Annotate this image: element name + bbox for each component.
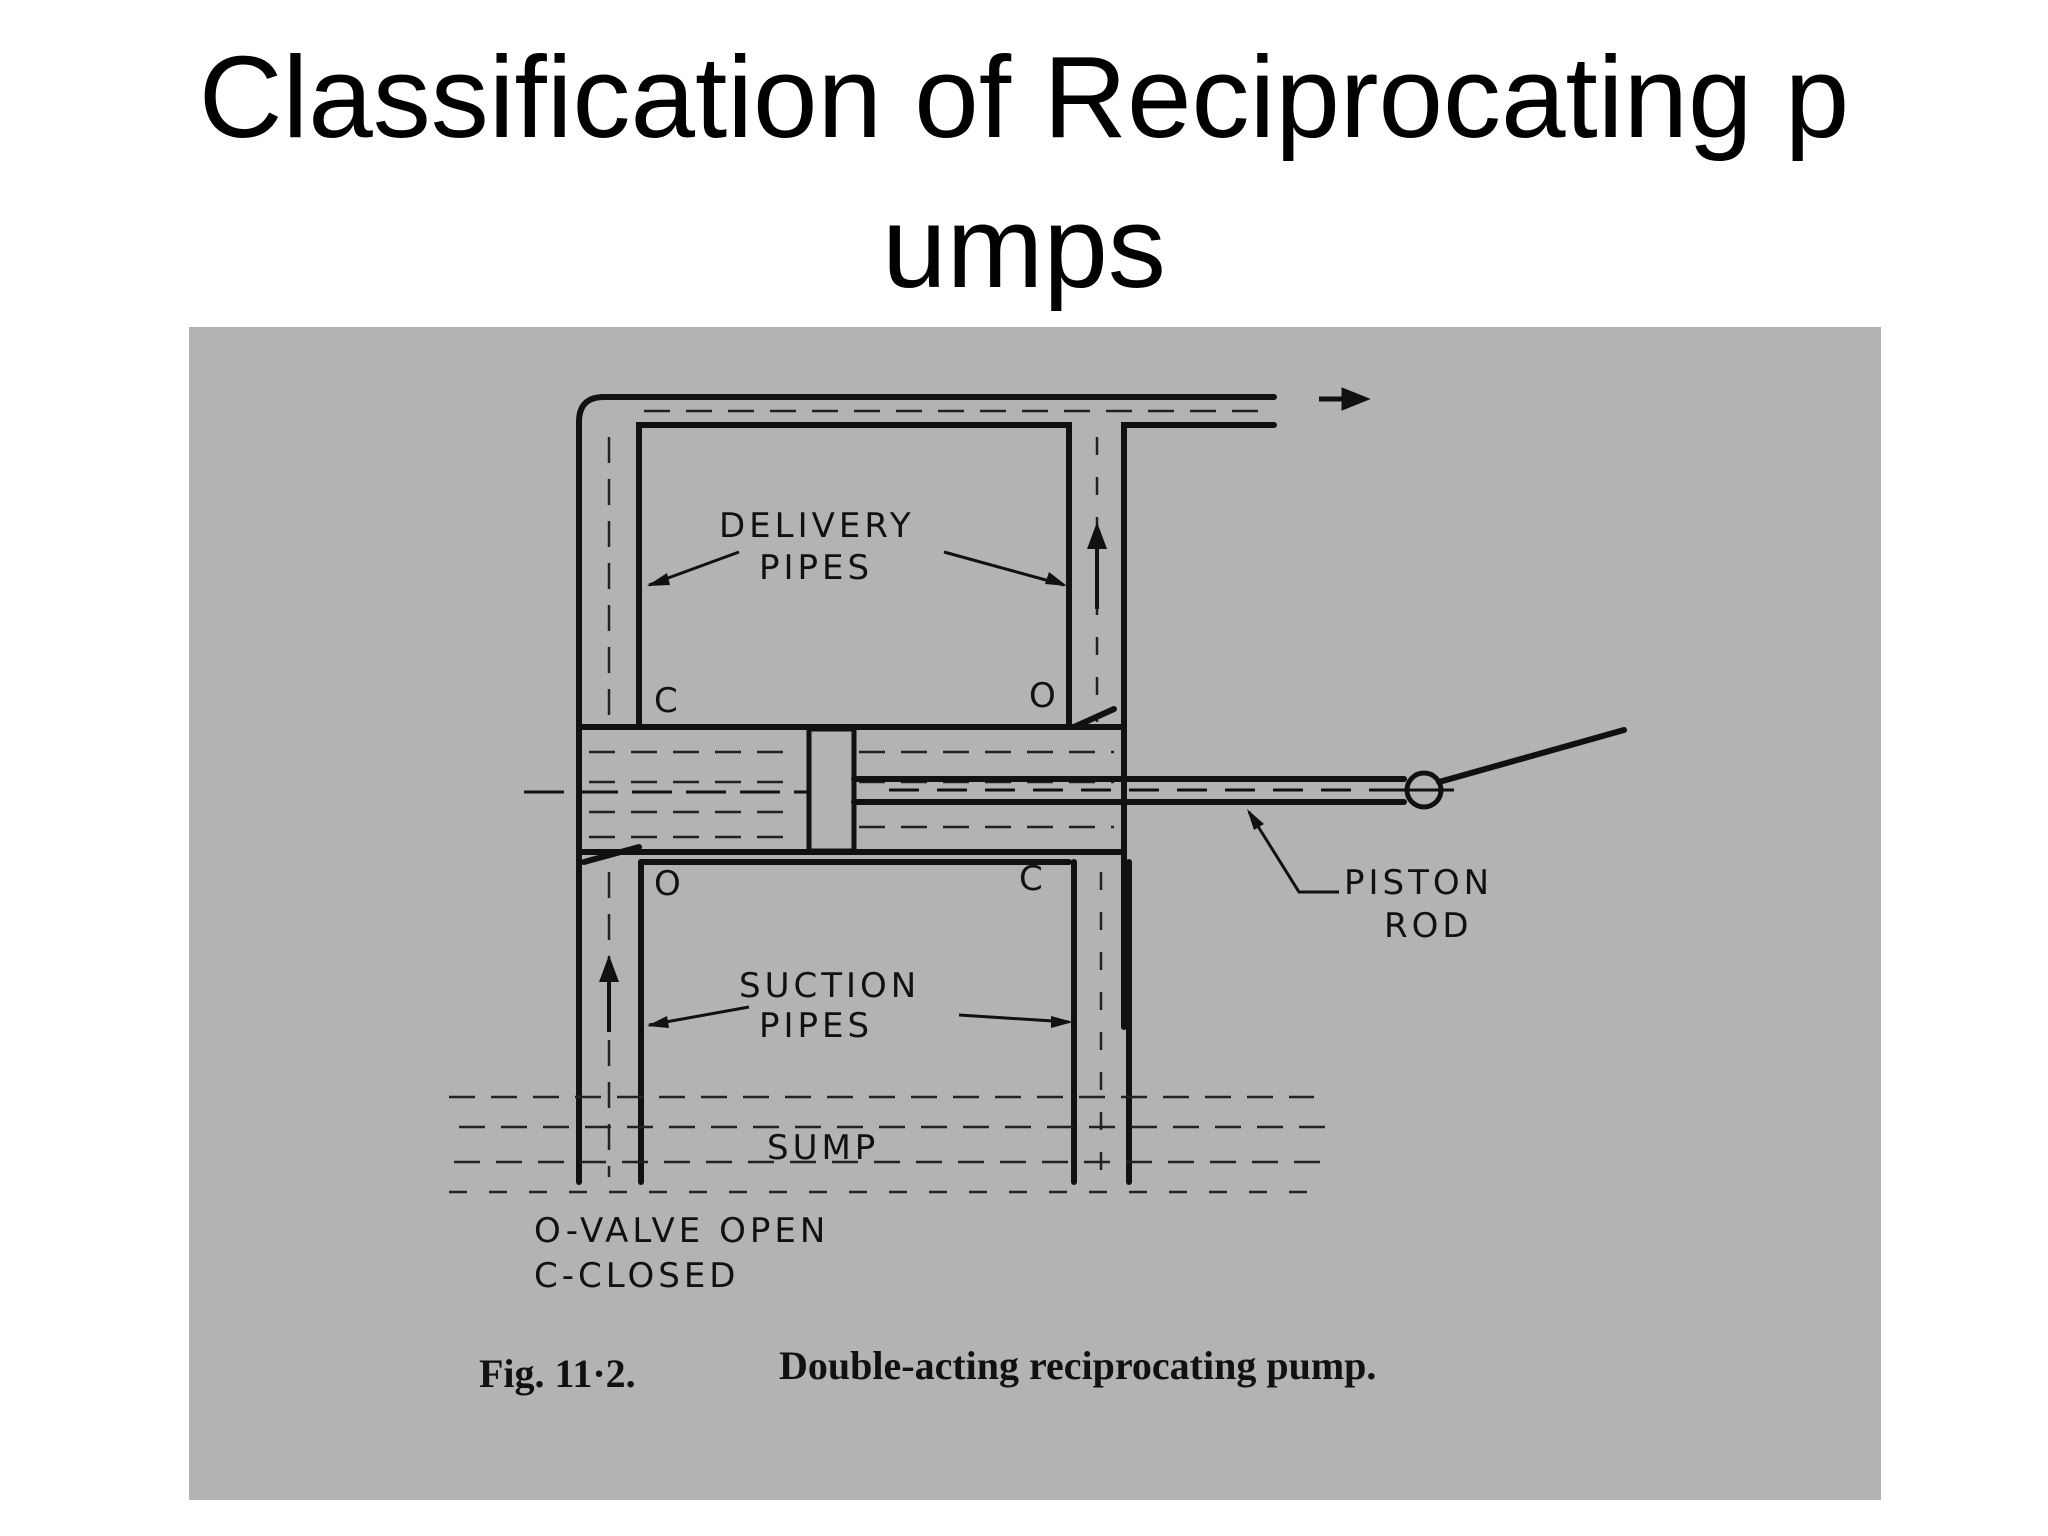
sump bbox=[449, 1095, 1329, 1194]
delivery-inner-wall bbox=[636, 422, 1072, 730]
piston-rod bbox=[851, 727, 1627, 810]
label-valve-top-left: C bbox=[654, 681, 682, 721]
slide-title-line-2: umps bbox=[882, 182, 1166, 312]
valve-top-right-flap bbox=[1071, 706, 1117, 730]
label-piston-line-2: ROD bbox=[1384, 906, 1473, 946]
piston-leader bbox=[1247, 811, 1339, 894]
delivery-outer-wall bbox=[576, 394, 1277, 730]
label-delivery-line-2: PIPES bbox=[759, 548, 873, 588]
valve-bottom-left-flap bbox=[581, 844, 642, 865]
label-suction-line-1: SUCTION bbox=[739, 966, 920, 1006]
label-piston-line-1: PISTON bbox=[1344, 863, 1493, 903]
legend-line-1: O-VALVE OPEN bbox=[534, 1211, 829, 1251]
delivery-pipe-system bbox=[576, 387, 1371, 730]
delivery-right-riser bbox=[1121, 422, 1277, 730]
suction-up-arrow bbox=[599, 955, 619, 1032]
delivery-leader-right bbox=[943, 550, 1065, 587]
label-valve-bottom-left: O bbox=[654, 864, 685, 904]
leader-lines bbox=[647, 550, 1339, 1028]
delivery-up-arrow bbox=[1087, 522, 1107, 609]
caption-fig-number: Fig. 11·2. bbox=[479, 1351, 636, 1396]
label-suction-line-2: PIPES bbox=[759, 1006, 873, 1046]
connecting-rod bbox=[1436, 727, 1627, 785]
pump-figure: DELIVERY PIPES C O O C PISTON ROD SUCTIO… bbox=[189, 327, 1881, 1500]
label-valve-bottom-right: C bbox=[1019, 859, 1047, 899]
legend-line-2: C-CLOSED bbox=[534, 1256, 740, 1296]
suction-leader-right bbox=[958, 1013, 1070, 1024]
slide-title: Classification of Reciprocating p umps bbox=[0, 22, 2048, 322]
pump-diagram: DELIVERY PIPES C O O C PISTON ROD SUCTIO… bbox=[449, 387, 1627, 1396]
label-sump: SUMP bbox=[767, 1128, 879, 1168]
slide-title-line-1: Classification of Reciprocating p bbox=[198, 32, 1850, 162]
label-delivery-line-1: DELIVERY bbox=[719, 506, 915, 546]
label-valve-top-right: O bbox=[1029, 676, 1060, 716]
discharge-arrow bbox=[1319, 387, 1371, 411]
piston bbox=[806, 726, 857, 854]
caption-text: Double-acting reciprocating pump. bbox=[779, 1343, 1376, 1388]
